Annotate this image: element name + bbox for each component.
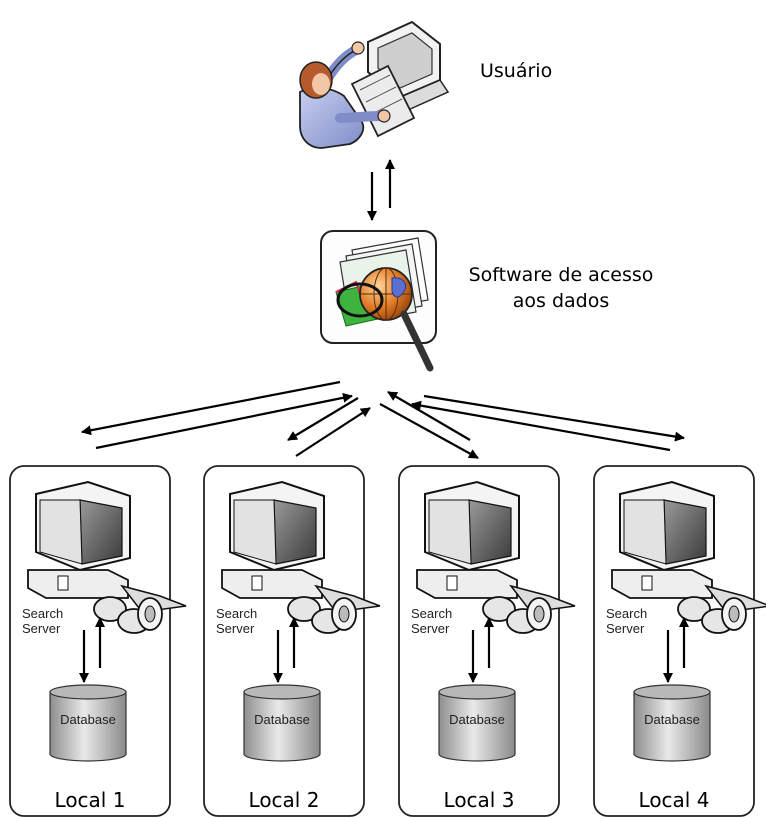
binoculars-icon [677, 596, 747, 634]
search-server-icon [221, 480, 381, 613]
server-label-line2: Server [216, 621, 255, 636]
site-panel-4 [593, 465, 766, 817]
server-database-arrows [663, 617, 689, 683]
software-label-line1: Software de acesso [468, 264, 654, 286]
site-panel-2 [203, 465, 381, 817]
local-label: Local 1 [54, 788, 126, 812]
local-label: Local 4 [638, 788, 710, 812]
server-label-line2: Server [411, 621, 450, 636]
server-database-arrows [468, 617, 494, 683]
search-server-icon [416, 480, 576, 613]
software-site-arrows [81, 380, 685, 459]
user-icon [299, 20, 450, 149]
database-label: Database [60, 712, 116, 727]
server-label-line1: Search [606, 606, 648, 621]
server-label-line1: Search [22, 606, 64, 621]
server-label-line2: Server [606, 621, 645, 636]
search-server-icon [27, 480, 187, 613]
database-label: Database [644, 712, 700, 727]
server-database-arrows [273, 617, 299, 683]
server-database-arrows [79, 617, 105, 683]
database-icon [243, 684, 321, 762]
software-label-line2: aos dados [512, 290, 610, 312]
software-label: Software de acesso aos dados [456, 262, 666, 314]
database-label: Database [449, 712, 505, 727]
user-label: Usuário [480, 60, 553, 82]
database-label: Database [254, 712, 310, 727]
software-icon [320, 230, 437, 372]
server-label-line1: Search [216, 606, 258, 621]
site-panel-1 [9, 465, 187, 817]
database-icon [49, 684, 127, 762]
server-label-line1: Search [411, 606, 453, 621]
binoculars-icon [287, 596, 357, 634]
local-label: Local 3 [443, 788, 515, 812]
search-server-icon [611, 480, 766, 613]
local-label: Local 2 [248, 788, 320, 812]
site-panel-3 [398, 465, 576, 817]
database-icon [633, 684, 711, 762]
server-label-line2: Server [22, 621, 61, 636]
user-software-arrows [367, 159, 395, 221]
binoculars-icon [482, 596, 552, 634]
binoculars-icon [93, 596, 163, 634]
database-icon [438, 684, 516, 762]
